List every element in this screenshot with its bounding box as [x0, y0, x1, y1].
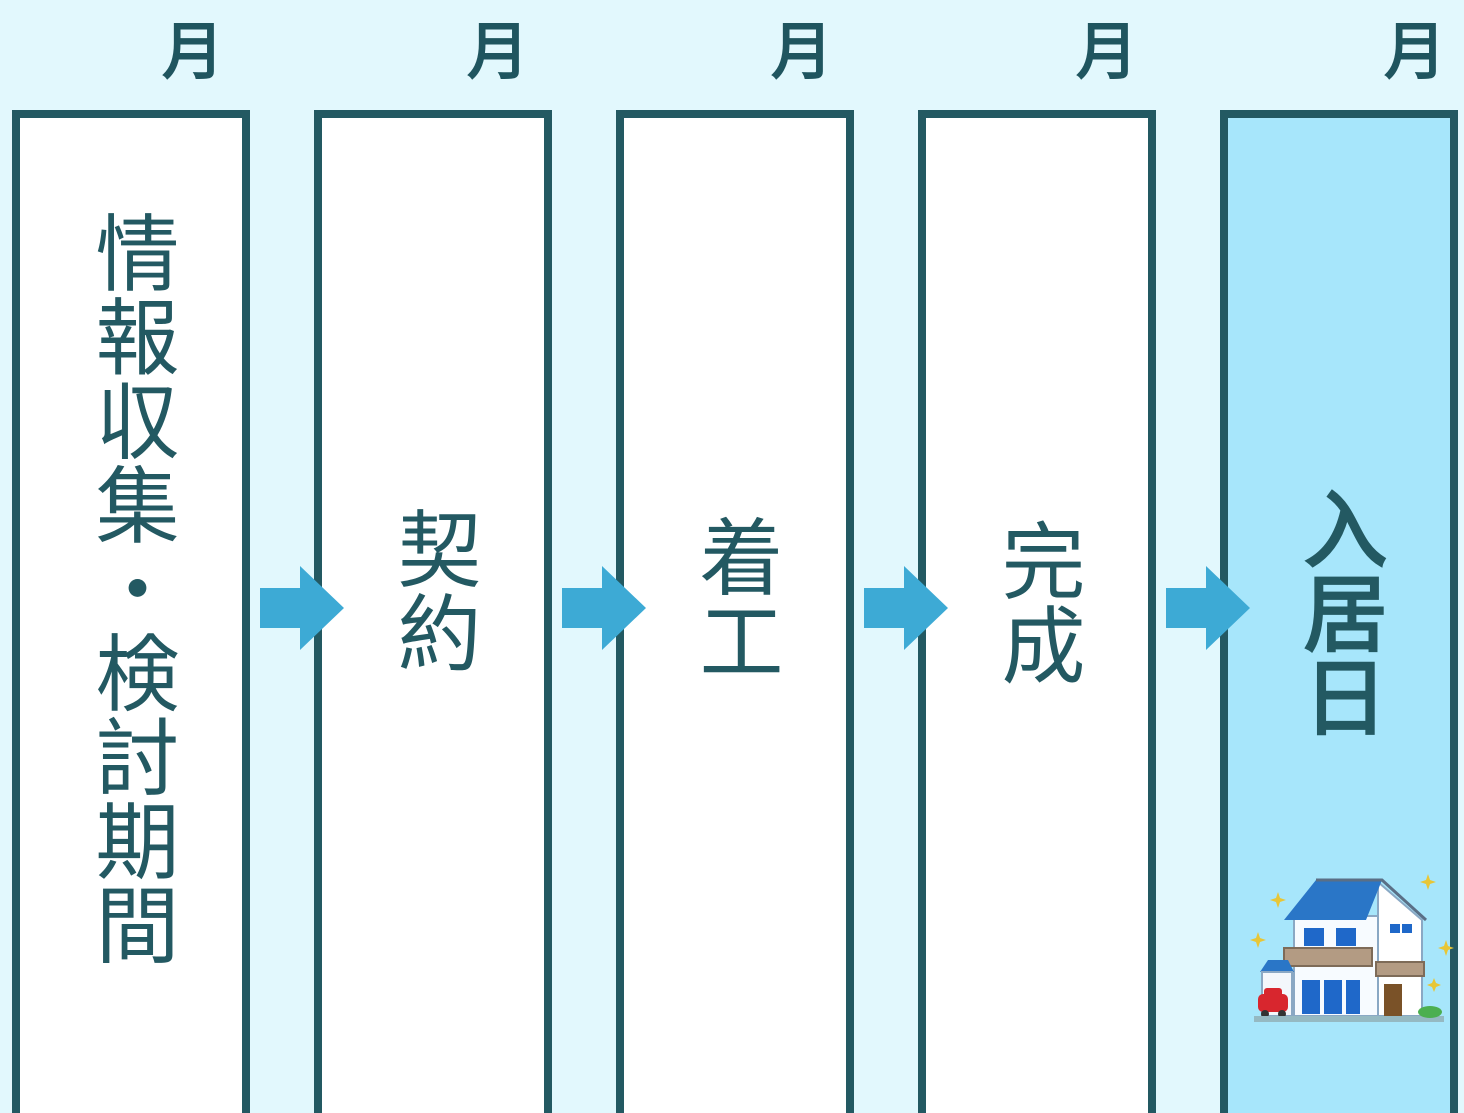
step-label: 着工 [686, 514, 784, 682]
right-arrow-icon [864, 566, 948, 650]
month-label-4: 月 [1075, 15, 1138, 88]
month-label-5: 月 [1383, 15, 1446, 88]
right-arrow-icon [1166, 566, 1250, 650]
step-label: 完成 [988, 518, 1086, 686]
step-label: 情報収集・検討期間 [82, 210, 180, 966]
house-illustration-icon [1250, 874, 1454, 1022]
month-label-3: 月 [770, 15, 833, 88]
right-arrow-icon [260, 566, 344, 650]
step-contract: 契約 [314, 110, 552, 1113]
step-info-gathering: 情報収集・検討期間 [12, 110, 250, 1113]
month-label-2: 月 [466, 15, 529, 88]
step-completion: 完成 [918, 110, 1156, 1113]
right-arrow-icon [562, 566, 646, 650]
step-construction-start: 着工 [616, 110, 854, 1113]
step-label: 契約 [384, 506, 482, 674]
month-label-1: 月 [161, 15, 224, 88]
step-label: 入居日 [1290, 486, 1388, 738]
